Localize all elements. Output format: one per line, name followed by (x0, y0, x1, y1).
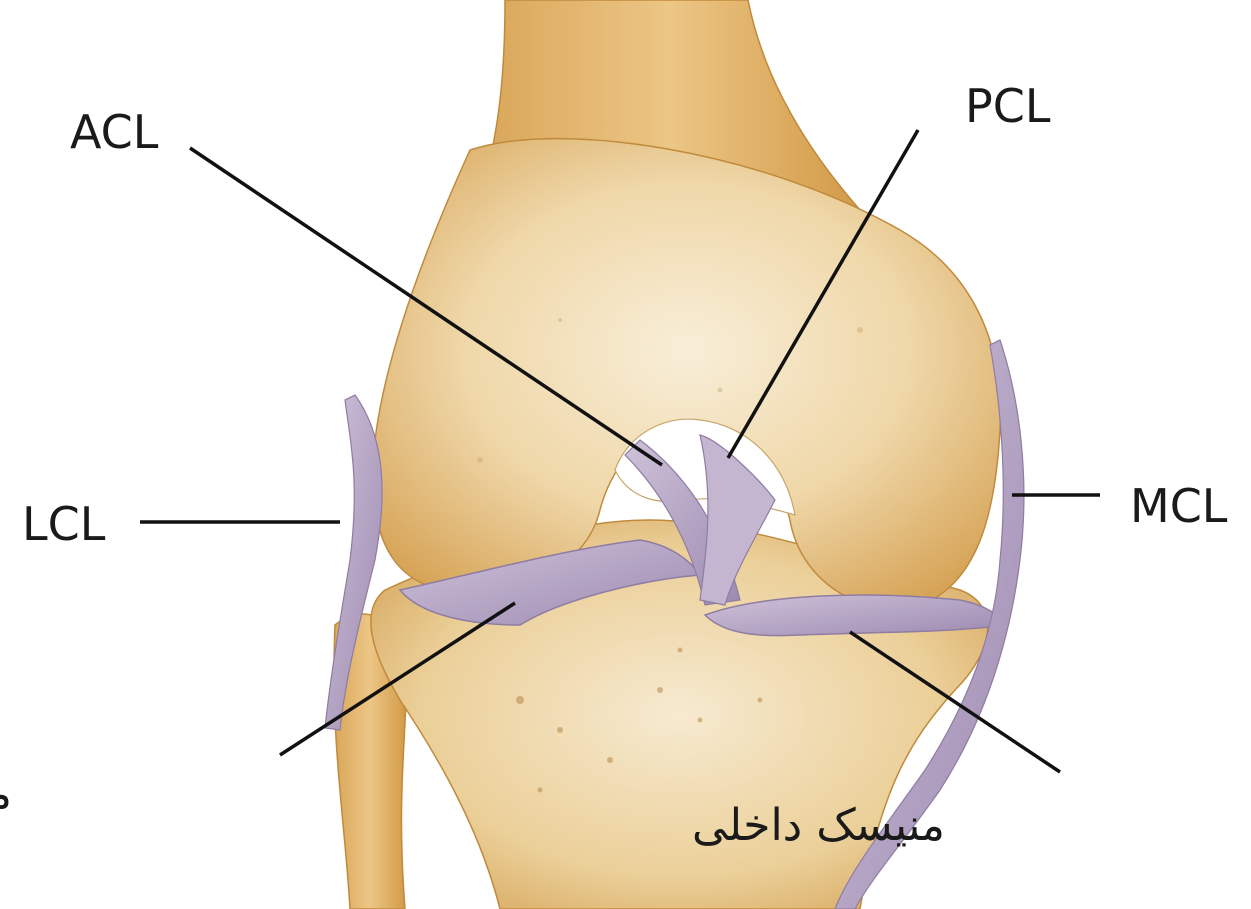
lateral-meniscus-label: منیسک خارجی (0, 768, 12, 819)
medial-meniscus-label: منیسک داخلی (692, 800, 945, 851)
pcl-label: PCL (965, 79, 1051, 133)
acl-label: ACL (70, 105, 159, 159)
lcl-label: LCL (22, 497, 106, 551)
mcl-label: MCL (1130, 479, 1228, 533)
